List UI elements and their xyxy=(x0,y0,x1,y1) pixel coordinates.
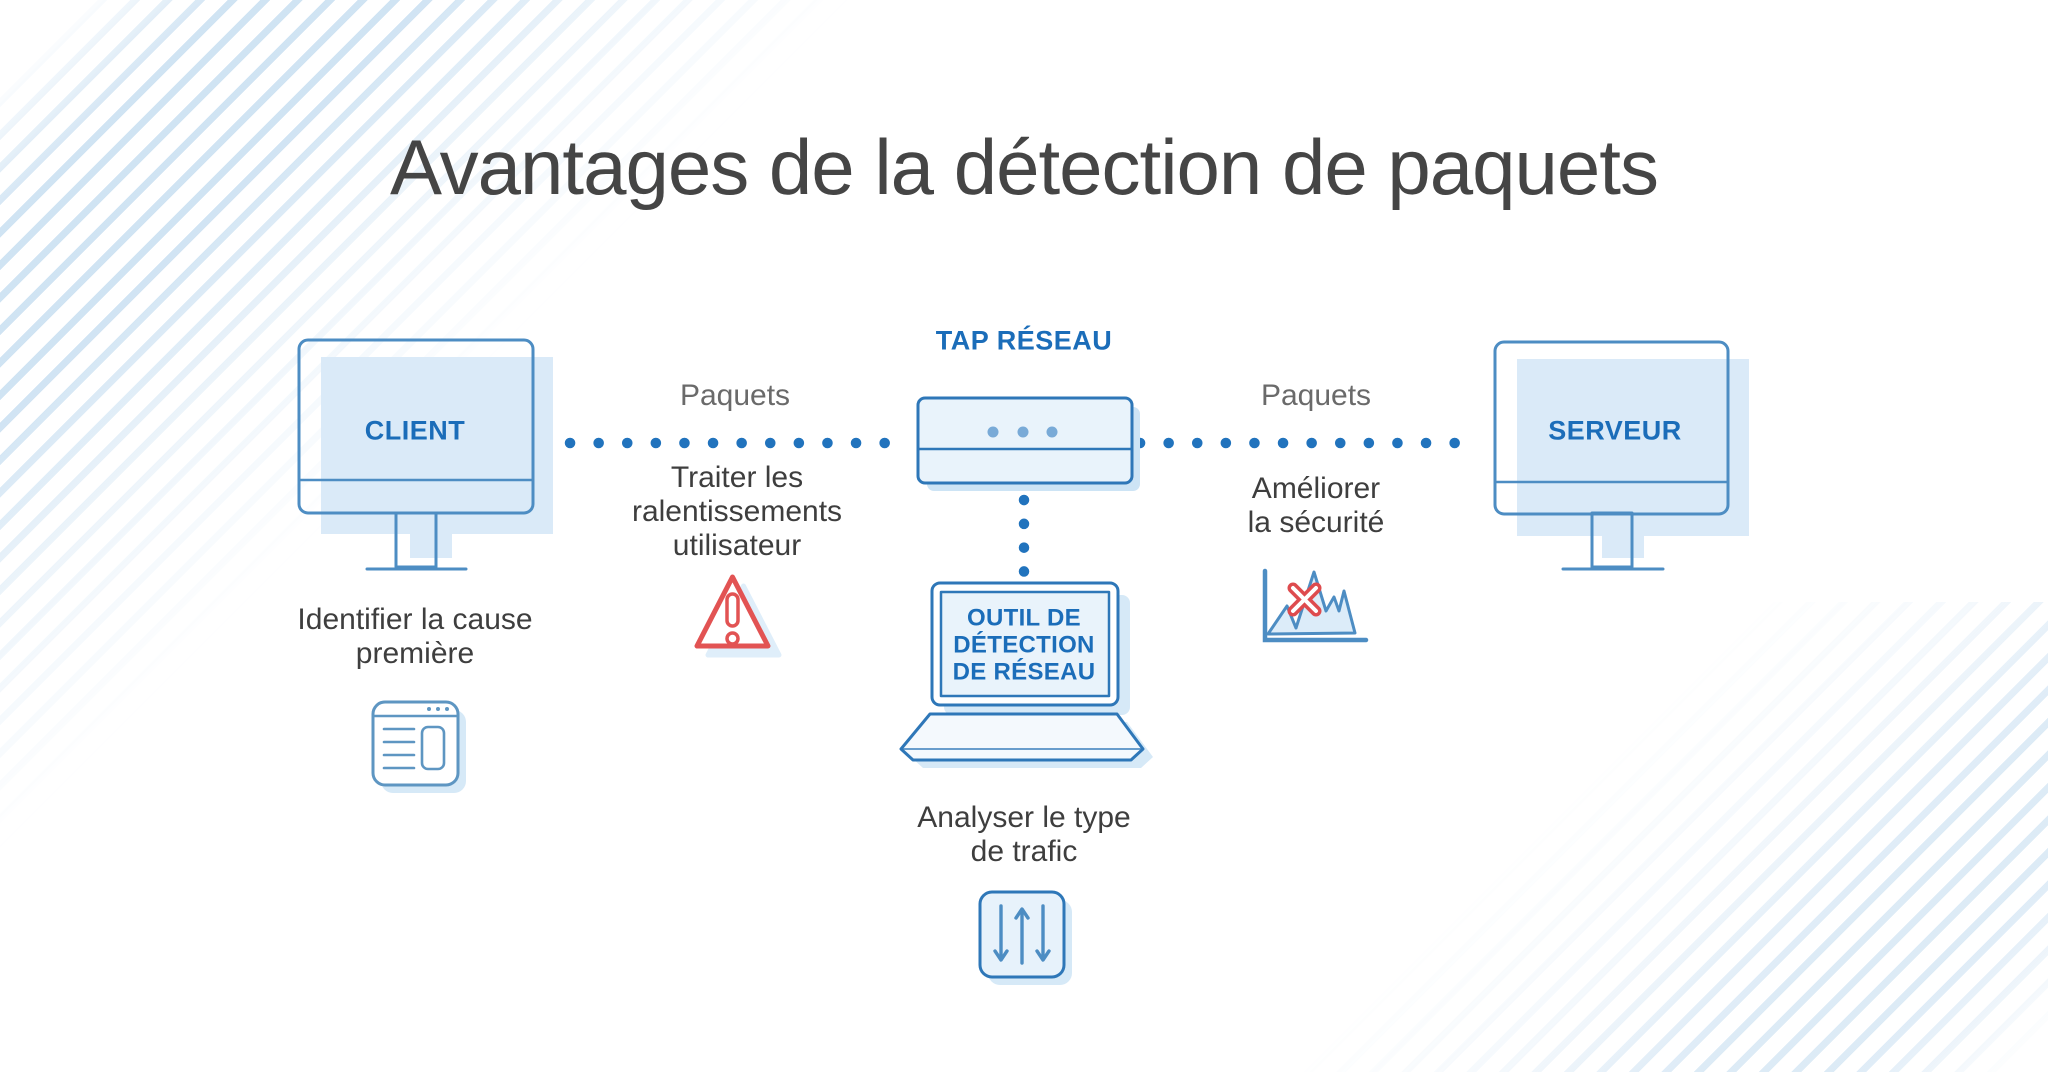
tool-label: OUTIL DE DÉTECTION DE RÉSEAU xyxy=(953,605,1096,686)
tool-label-line: OUTIL DE xyxy=(967,604,1081,632)
benefit-line: la sécurité xyxy=(1247,506,1385,539)
left-link-label: Paquets xyxy=(679,379,791,412)
client-benefit: Identifier la cause première xyxy=(297,603,532,671)
client-monitor-icon xyxy=(297,338,553,571)
tool-label-line: DÉTECTION xyxy=(953,631,1095,659)
line-chart-error-icon xyxy=(1262,568,1369,643)
laptop-icon xyxy=(899,581,1153,768)
benefit-line: première xyxy=(355,637,475,670)
right-link-benefit: Améliorer la sécurité xyxy=(1248,472,1385,540)
benefit-line: Identifier la cause xyxy=(297,603,533,636)
browser-window-icon xyxy=(371,700,466,793)
benefit-line: Traiter les xyxy=(670,461,804,494)
right-link-label: Paquets xyxy=(1260,379,1372,412)
traffic-arrows-icon xyxy=(978,890,1072,985)
benefit-line: Analyser le type xyxy=(917,801,1131,834)
page-title: Avantages de la détection de paquets xyxy=(390,123,1659,211)
left-link-benefit: Traiter les ralentissements utilisateur xyxy=(632,461,842,563)
benefit-line: Améliorer xyxy=(1251,472,1381,505)
client-label: CLIENT xyxy=(364,415,466,446)
server-label: SERVEUR xyxy=(1548,415,1682,446)
server-monitor-icon xyxy=(1493,340,1749,571)
tap-label: TAP RÉSEAU xyxy=(935,325,1113,356)
warning-triangle-icon xyxy=(694,574,782,658)
benefit-line: utilisateur xyxy=(672,529,802,562)
tool-benefit: Analyser le type de trafic xyxy=(917,801,1130,869)
tool-label-line: DE RÉSEAU xyxy=(952,658,1096,686)
network-tap-icon xyxy=(916,396,1140,491)
benefit-line: ralentissements xyxy=(631,495,843,528)
benefit-line: de trafic xyxy=(970,835,1078,868)
error-x-mark xyxy=(1287,582,1322,617)
